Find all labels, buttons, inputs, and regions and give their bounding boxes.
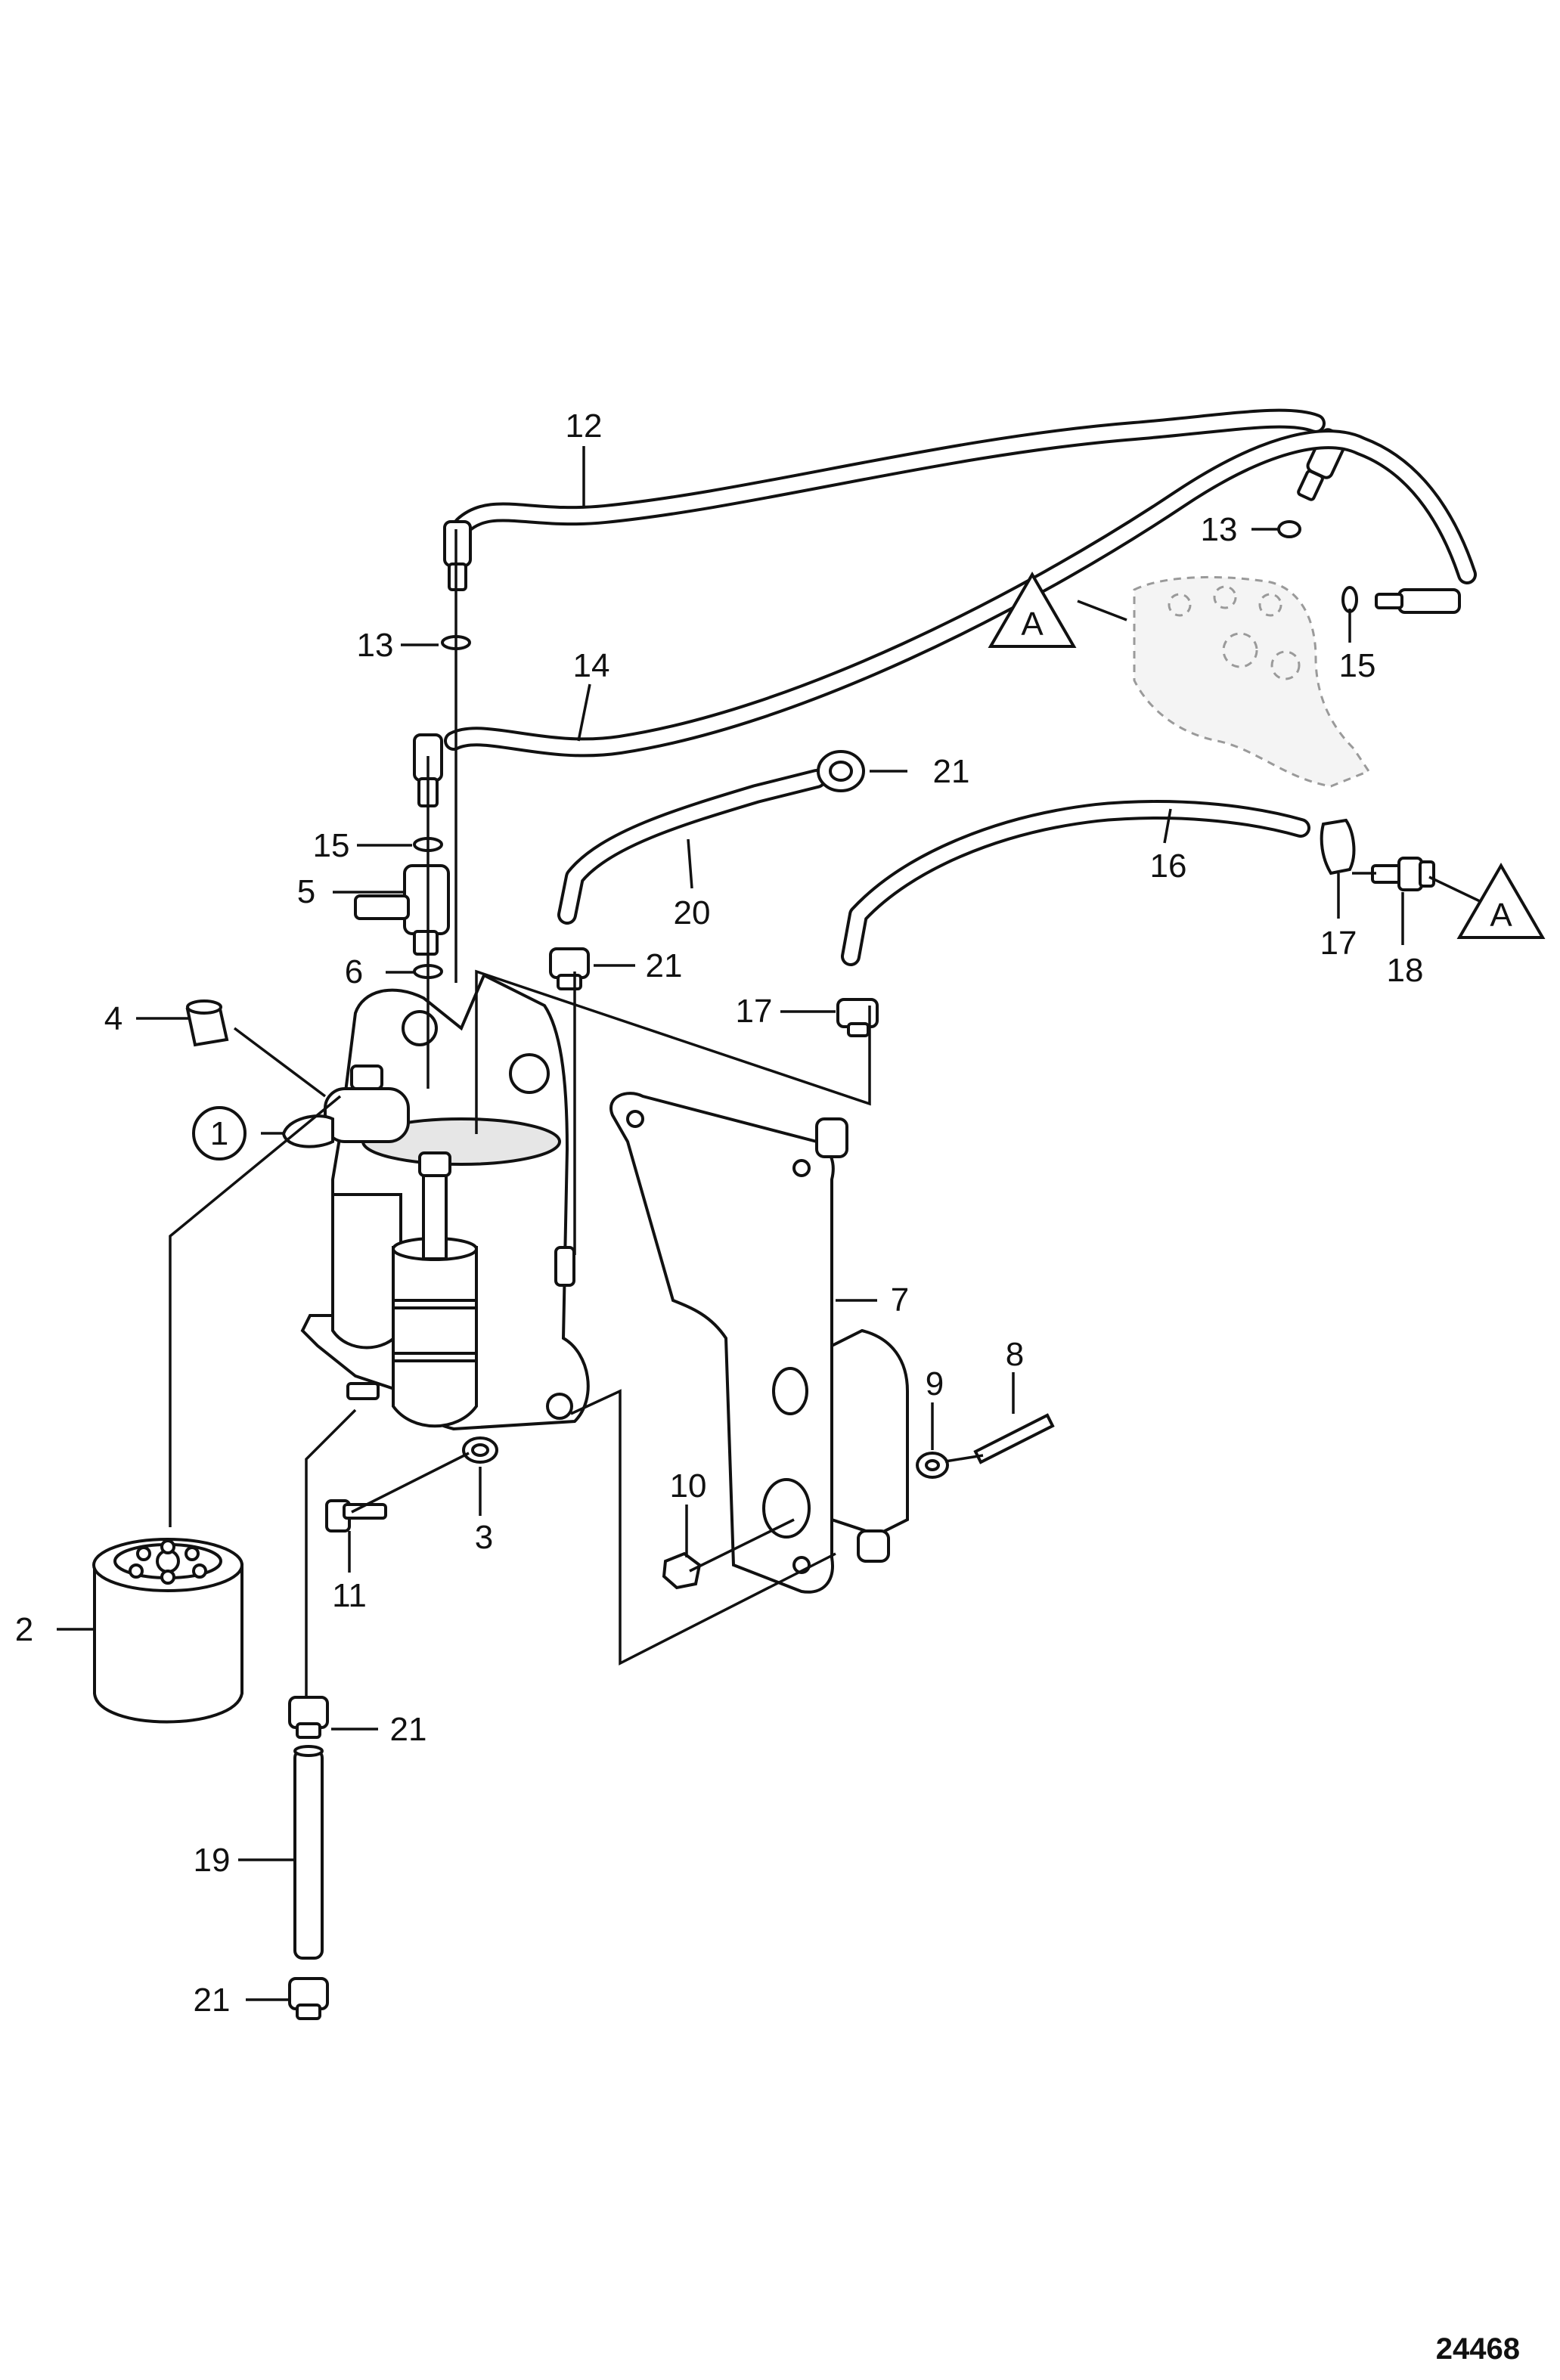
callout-13-left: 13 <box>357 627 394 664</box>
callout-14: 14 <box>573 647 610 684</box>
clamp-17-hose16-lower <box>836 998 879 1037</box>
callout-21-mid: 21 <box>646 947 683 984</box>
callout-12: 12 <box>566 408 603 445</box>
callout-21-line19-top: 21 <box>390 1711 427 1748</box>
callout-20: 20 <box>674 894 711 931</box>
clamp-17-hose16-end <box>1320 818 1356 875</box>
hose-16 <box>841 800 1310 966</box>
callout-17-right: 17 <box>1320 925 1357 962</box>
callout-15-right: 15 <box>1339 647 1376 684</box>
fuel-line-19 <box>293 1745 324 1960</box>
callout-21-top: 21 <box>933 753 970 790</box>
washer-9 <box>916 1452 949 1479</box>
nut-10 <box>662 1551 702 1590</box>
callout-8: 8 <box>1006 1336 1024 1373</box>
engine-component-faded <box>1133 575 1371 788</box>
plug-4 <box>185 999 229 1047</box>
callout-11: 11 <box>332 1577 367 1614</box>
clamp-21-top <box>817 750 865 792</box>
callout-21-line19-bottom: 21 <box>194 1982 231 2019</box>
callout-18: 18 <box>1387 952 1424 989</box>
callout-10: 10 <box>670 1467 707 1505</box>
spacer-3 <box>462 1436 498 1464</box>
callout-5: 5 <box>297 873 315 910</box>
fitting-5 <box>354 864 450 956</box>
filter-housing <box>281 973 590 1431</box>
fuel-filter-2 <box>92 1538 243 1724</box>
callout-15-left: 15 <box>313 827 350 864</box>
clamp-21-line19-top <box>288 1696 329 1739</box>
callout-6: 6 <box>345 953 363 990</box>
reference-marker-a-top-label: A <box>1021 606 1044 643</box>
callout-13-right: 13 <box>1201 511 1238 548</box>
washer-13-right <box>1277 520 1301 538</box>
connection-lines <box>169 529 1376 1697</box>
callout-2: 2 <box>15 1611 33 1648</box>
clamp-21-line19-bottom <box>288 1977 329 2020</box>
figure-number: 24468 <box>1436 2332 1520 2366</box>
bolt-11 <box>325 1499 387 1532</box>
callout-7: 7 <box>891 1281 909 1319</box>
reference-marker-a-top: A <box>988 572 1077 648</box>
callout-3: 3 <box>475 1519 493 1556</box>
bracket-plate-7 <box>609 1092 909 1594</box>
pin-8 <box>973 1413 1055 1464</box>
svg-text:1: 1 <box>210 1115 228 1152</box>
reference-marker-a-right: A <box>1456 863 1546 939</box>
reference-marker-a-right-label: A <box>1490 897 1512 934</box>
callout-16: 16 <box>1150 848 1187 885</box>
callout-4: 4 <box>104 1000 123 1037</box>
callout-17-left: 17 <box>736 993 773 1030</box>
hose-12 <box>453 408 1326 535</box>
connector-18 <box>1371 857 1435 891</box>
hose-14 <box>444 429 1477 758</box>
washer-15-right <box>1341 586 1358 613</box>
callout-labels: 1 2 3 4 5 6 7 8 9 10 11 12 13 13 14 15 1… <box>15 408 1424 2019</box>
callout-1: 1 <box>192 1106 247 1161</box>
callout-9: 9 <box>926 1365 944 1402</box>
clamp-21-hose20-lower <box>549 947 590 990</box>
hose-12-left-fitting <box>443 520 472 591</box>
callout-19: 19 <box>194 1842 231 1879</box>
hose-20 <box>557 769 827 925</box>
hose-14-right-fitting <box>1375 588 1461 614</box>
